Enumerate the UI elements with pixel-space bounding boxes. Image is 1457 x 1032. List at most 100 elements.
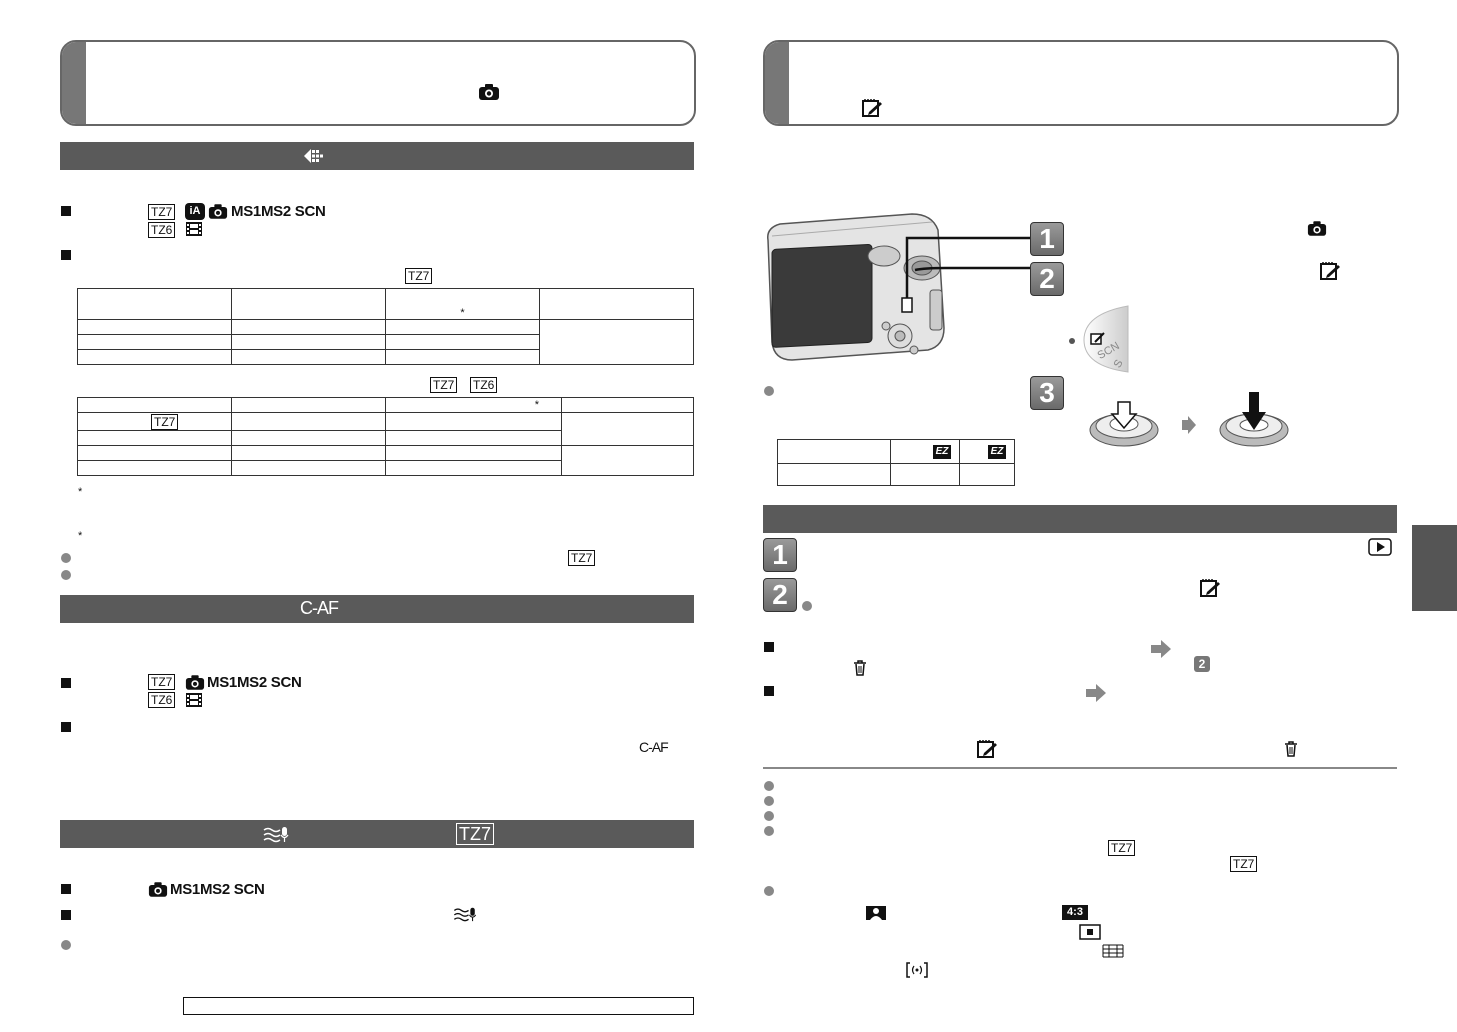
table-cell xyxy=(385,445,562,461)
zoom-table: EZ EZ xyxy=(777,439,1015,486)
table-cell xyxy=(231,445,386,461)
footnote-star: * xyxy=(78,486,83,498)
bullet-square xyxy=(61,910,71,920)
bullet-dot xyxy=(802,601,812,611)
table-cell xyxy=(959,463,1015,486)
table-cell xyxy=(231,460,386,476)
footnote-star: * xyxy=(460,307,465,319)
tz7-badge: TZ7 xyxy=(405,268,433,284)
wind-cut-icon xyxy=(263,827,289,843)
section-bar-wind: TZ7 xyxy=(60,820,694,848)
bullet-dot xyxy=(764,886,774,896)
section-bar-caf: C-AF xyxy=(60,595,694,623)
aspect-ratio-icon: 4:3 xyxy=(1062,905,1088,920)
multi-area-af-icon xyxy=(1102,944,1124,958)
arrow-right-icon xyxy=(1086,684,1106,702)
single-point-af-icon xyxy=(1079,924,1101,940)
bullet-square xyxy=(61,722,71,732)
camera-icon xyxy=(1307,221,1327,236)
table-cell xyxy=(539,319,694,365)
step-number-1: 1 xyxy=(763,538,797,572)
table-cell: TZ7 xyxy=(77,412,232,431)
callout-lines xyxy=(905,236,1033,298)
step-number-3: 3 xyxy=(1030,376,1064,410)
table-cell xyxy=(77,397,232,413)
table-cell xyxy=(561,412,694,446)
step-number-1: 1 xyxy=(1030,222,1064,256)
mode-dial-illustration xyxy=(1069,305,1129,373)
table-cell: EZ xyxy=(890,439,960,464)
right-title-tab xyxy=(765,42,789,124)
tz7-badge: TZ7 xyxy=(456,823,495,845)
tz6-badge: TZ6 xyxy=(148,692,176,708)
camera-icon xyxy=(208,204,228,219)
table-cell: EZ xyxy=(959,439,1015,464)
mode-list: MS1MS2 SCN xyxy=(207,674,302,691)
table-cell xyxy=(77,460,232,476)
camera-icon xyxy=(148,882,168,897)
table-cell xyxy=(231,288,386,320)
step-number-2: 2 xyxy=(1030,262,1064,296)
shutter-half-press-illustration xyxy=(1089,401,1159,447)
ez-icon: EZ xyxy=(988,444,1006,459)
bullet-dot xyxy=(764,811,774,821)
trash-icon xyxy=(1285,741,1297,757)
table-cell xyxy=(385,430,562,446)
table-cell xyxy=(385,349,540,365)
portrait-mode-icon xyxy=(866,906,886,920)
divider xyxy=(763,767,1397,769)
bullet-dot xyxy=(61,570,71,580)
table-cell xyxy=(385,460,562,476)
table-cell xyxy=(231,349,386,365)
stabilizer-icon xyxy=(304,149,323,163)
table-cell xyxy=(231,334,386,350)
camera-icon xyxy=(185,675,205,690)
footnote-star: * xyxy=(534,399,539,411)
table-cell: * xyxy=(385,288,540,320)
tz7-badge: TZ7 xyxy=(148,204,176,220)
clipboard-icon xyxy=(1320,262,1340,280)
ez-icon: EZ xyxy=(933,444,951,459)
table-cell xyxy=(385,412,562,431)
bullet-square xyxy=(61,250,71,260)
bullet-square xyxy=(764,686,774,696)
movie-icon xyxy=(186,222,202,236)
table-cell xyxy=(385,334,540,350)
table-cell xyxy=(777,439,891,464)
table-cell xyxy=(77,334,232,350)
tz6-badge: TZ6 xyxy=(148,222,176,238)
tz7-badge: TZ7 xyxy=(1230,856,1258,872)
caf-icon: C-AF xyxy=(300,598,339,618)
tz7-badge: TZ7 xyxy=(148,674,176,690)
bullet-square xyxy=(61,678,71,688)
bullet-square xyxy=(61,206,71,216)
left-title-tab xyxy=(62,42,86,124)
bullet-dot xyxy=(764,826,774,836)
table-cell xyxy=(561,445,694,476)
table-cell xyxy=(77,349,232,365)
tz7-badge: TZ7 xyxy=(568,550,596,566)
table-cell xyxy=(890,463,960,486)
arrow-right-icon xyxy=(1151,640,1171,658)
bullet-dot xyxy=(764,386,774,396)
trash-icon xyxy=(854,660,866,676)
table-cell xyxy=(77,430,232,446)
bullet-square xyxy=(61,884,71,894)
camera-illustration xyxy=(767,213,945,361)
bullet-square xyxy=(764,642,774,652)
table-cell xyxy=(231,319,386,335)
section-bar-stabilizer xyxy=(60,142,694,170)
table-cell xyxy=(77,319,232,335)
note-box xyxy=(183,997,694,1015)
table-cell xyxy=(77,445,232,461)
table-cell: * xyxy=(385,397,562,413)
right-title-box xyxy=(763,40,1399,126)
ia-icon: iA xyxy=(185,203,205,220)
table-cell xyxy=(231,430,386,446)
metering-center-icon xyxy=(906,962,928,978)
spec-table-2: * TZ7 xyxy=(77,397,694,476)
table-cell xyxy=(231,412,386,431)
tz6-badge: TZ6 xyxy=(470,377,498,393)
bullet-dot xyxy=(764,781,774,791)
clipboard-icon xyxy=(862,99,882,117)
